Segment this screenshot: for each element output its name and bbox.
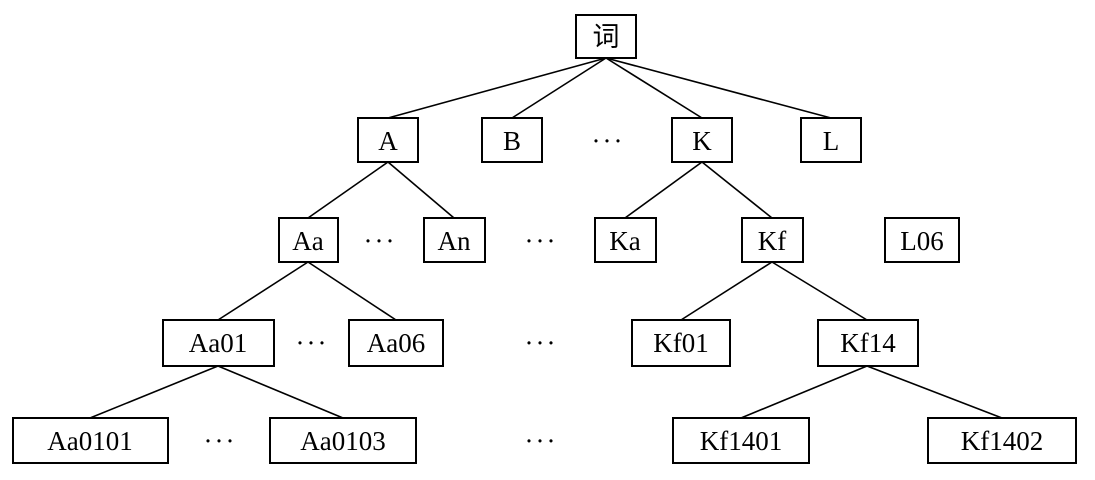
node-L: L — [800, 117, 862, 163]
node-label: Ka — [609, 226, 640, 256]
node-Kf01: Kf01 — [631, 319, 731, 367]
node-label: Kf14 — [840, 328, 896, 358]
edge-Kf14-Kf1401 — [740, 365, 868, 419]
ellipsis: ··· — [592, 126, 625, 156]
edge-Aa01-Aa0101 — [89, 365, 219, 419]
node-Aa0101: Aa0101 — [12, 417, 169, 464]
node-Aa0103: Aa0103 — [269, 417, 417, 464]
ellipsis: ··· — [525, 226, 558, 256]
edge-Aa-Aa06 — [307, 261, 397, 321]
edge-A-An — [387, 161, 455, 219]
node-Aa: Aa — [278, 217, 339, 263]
edge-K-Ka — [624, 161, 703, 219]
node-Kf14: Kf14 — [817, 319, 919, 367]
node-label: L — [823, 126, 840, 156]
ellipsis: ··· — [364, 226, 397, 256]
node-Kf: Kf — [741, 217, 804, 263]
node-Aa01: Aa01 — [162, 319, 275, 367]
node-label: Kf — [758, 226, 787, 256]
edge-K-Kf — [701, 161, 773, 219]
node-Kf1402: Kf1402 — [927, 417, 1077, 464]
node-label: Aa01 — [189, 328, 247, 358]
node-K: K — [671, 117, 733, 163]
node-label: Kf01 — [653, 328, 709, 358]
node-root: 词 — [575, 14, 637, 59]
edge-root-K — [605, 57, 703, 119]
node-label: K — [692, 126, 712, 156]
node-Kf1401: Kf1401 — [672, 417, 810, 464]
node-label: Aa0101 — [47, 426, 132, 456]
node-label: Aa — [292, 226, 323, 256]
ellipsis: ··· — [296, 328, 329, 358]
node-L06: L06 — [884, 217, 960, 263]
node-Ka: Ka — [594, 217, 657, 263]
edge-Kf14-Kf1402 — [866, 365, 1003, 419]
node-label: Aa0103 — [300, 426, 385, 456]
node-label: Kf1402 — [961, 426, 1044, 456]
node-A: A — [357, 117, 419, 163]
node-B: B — [481, 117, 543, 163]
edge-Aa01-Aa0103 — [217, 365, 344, 419]
ellipsis: ··· — [525, 328, 558, 358]
edges — [89, 57, 1003, 419]
node-label: Kf1401 — [700, 426, 783, 456]
edge-Aa-Aa01 — [217, 261, 309, 321]
ellipsis: ··· — [525, 426, 558, 456]
edge-root-A — [387, 57, 607, 119]
node-Aa06: Aa06 — [348, 319, 444, 367]
edge-root-L — [605, 57, 832, 119]
edge-A-Aa — [307, 161, 389, 219]
node-label: Aa06 — [367, 328, 425, 358]
node-label: A — [378, 126, 398, 156]
node-label: 词 — [593, 22, 620, 52]
edge-Kf-Kf14 — [771, 261, 868, 321]
edge-root-B — [511, 57, 607, 119]
ellipsis: ··· — [204, 426, 237, 456]
node-label: L06 — [900, 226, 944, 256]
node-An: An — [423, 217, 486, 263]
node-label: B — [503, 126, 521, 156]
node-label: An — [438, 226, 471, 256]
edge-Kf-Kf01 — [680, 261, 773, 321]
